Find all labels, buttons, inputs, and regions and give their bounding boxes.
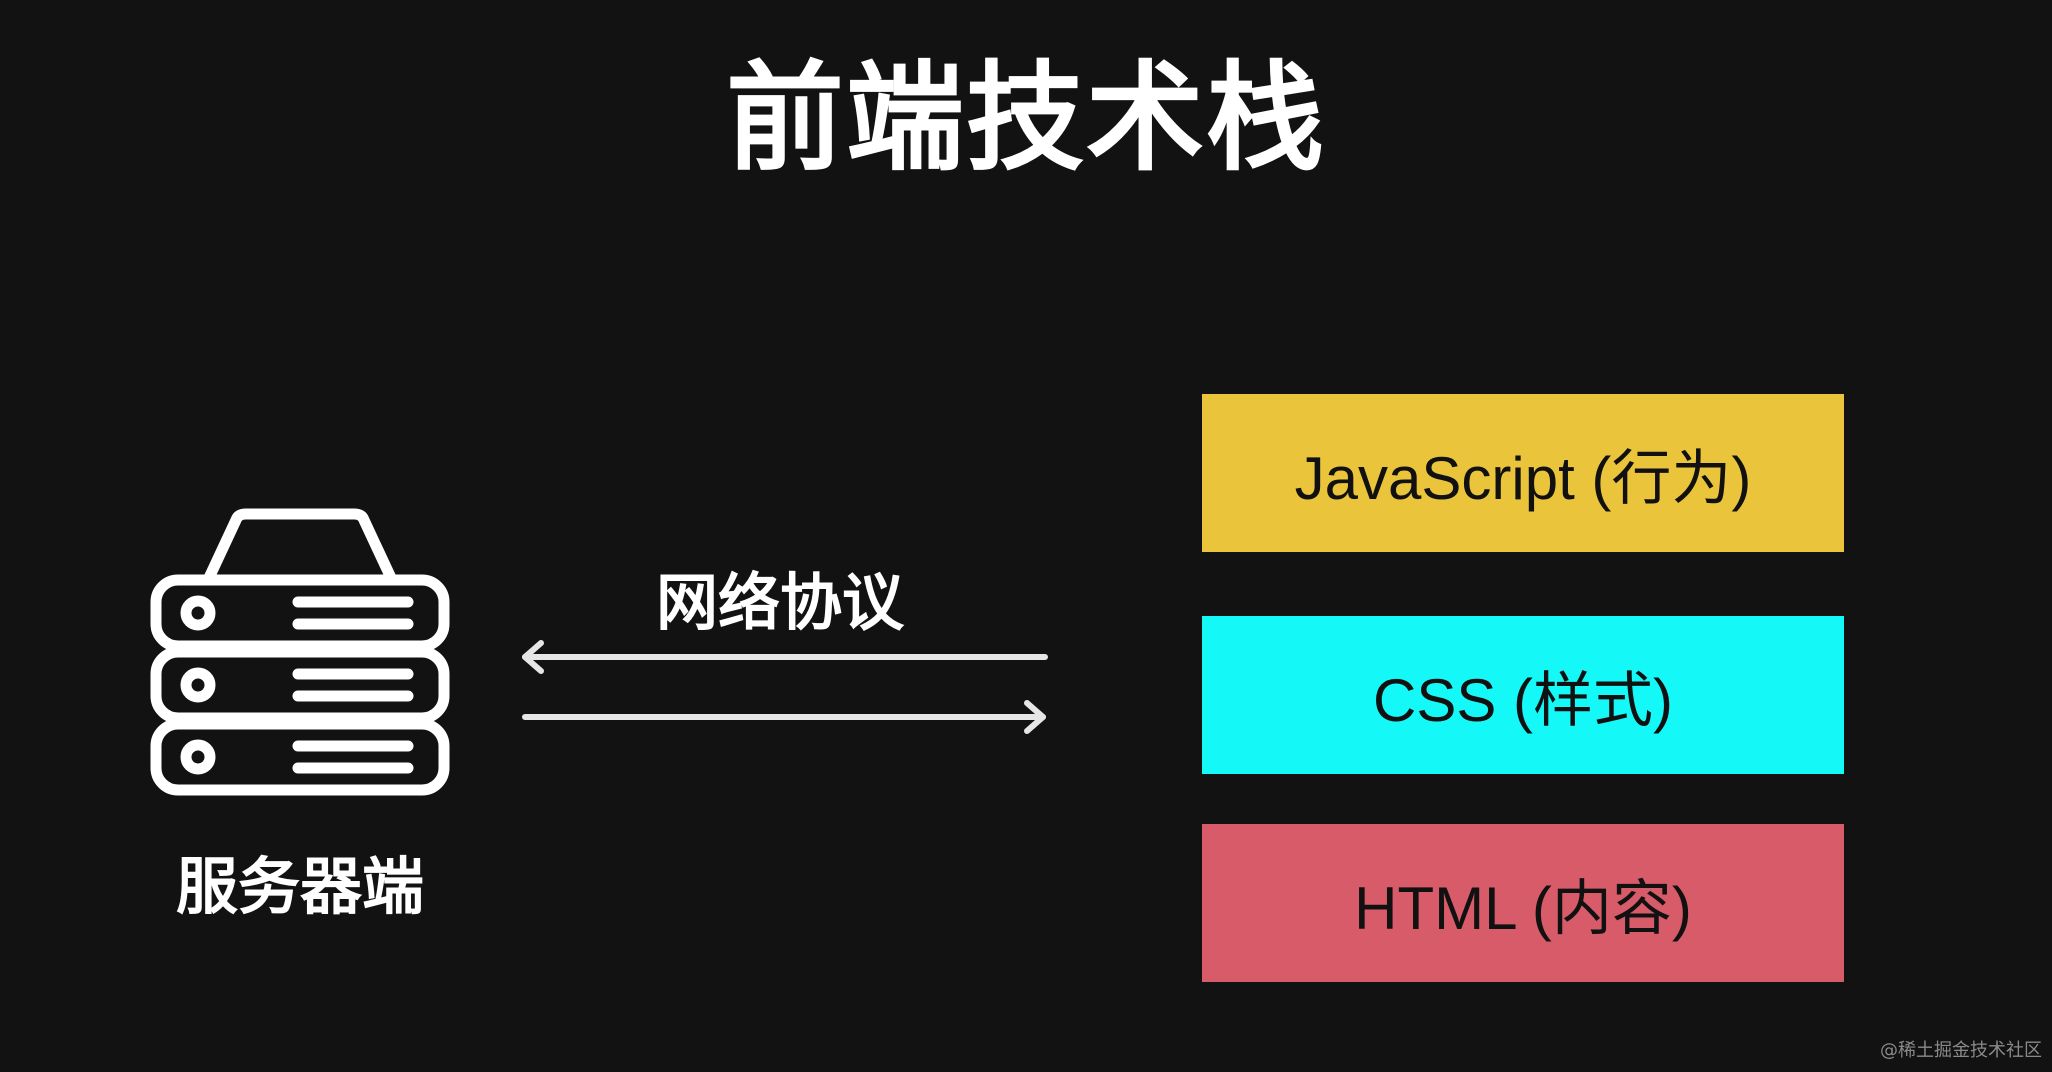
layer-css-label: CSS (样式) xyxy=(1373,666,1673,734)
network-arrows xyxy=(522,640,1048,734)
layer-css: CSS (样式) xyxy=(1202,616,1844,774)
server-led-1 xyxy=(180,595,216,631)
layer-javascript: JavaScript (行为) xyxy=(1202,394,1844,552)
server-label: 服务器端 xyxy=(175,850,424,923)
network-protocol-label: 网络协议 xyxy=(655,566,904,639)
server-led-3 xyxy=(180,739,216,775)
layer-javascript-label: JavaScript (行为) xyxy=(1294,444,1752,512)
server-top-outline xyxy=(202,508,398,586)
page-title: 前端技术栈 xyxy=(725,49,1326,187)
layer-html: HTML (内容) xyxy=(1202,824,1844,982)
server-unit-3 xyxy=(150,718,450,796)
server-unit-1 xyxy=(150,574,450,652)
server-unit-2 xyxy=(150,646,450,724)
layer-html-label: HTML (内容) xyxy=(1354,874,1692,942)
arrow-right-icon xyxy=(522,700,1046,734)
watermark: @稀土掘金技术社区 xyxy=(1880,1040,2042,1061)
server-led-2 xyxy=(180,667,216,703)
arrow-left-icon xyxy=(522,640,1048,674)
server-rack-icon xyxy=(150,508,450,796)
